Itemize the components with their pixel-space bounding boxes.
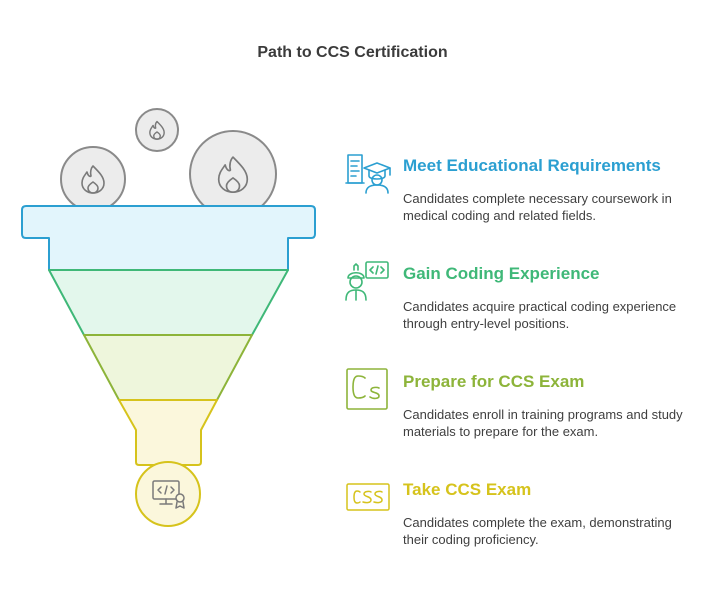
fire-icon: [81, 165, 105, 194]
funnel-layer-3: [83, 334, 253, 401]
fire-icon: [217, 156, 249, 194]
coder-worker-icon: [345, 261, 389, 301]
input-circle-left: [60, 146, 126, 212]
css-tag-icon: [346, 483, 390, 511]
step-1-description: Candidates complete necessary coursework…: [403, 191, 672, 223]
output-circle: [135, 461, 201, 527]
cs-letters-icon: [346, 368, 388, 410]
fire-icon: [149, 120, 165, 140]
diagram-title: Path to CCS Certification: [257, 44, 448, 61]
funnel-layer-2: [48, 269, 289, 336]
certified-coder-icon: [152, 480, 185, 509]
input-circle-top: [135, 108, 179, 152]
step-2-heading: Gain Coding Experience: [403, 264, 600, 283]
funnel-layer-4: [118, 399, 218, 466]
step-3-heading: Prepare for CCS Exam: [403, 372, 585, 391]
step-1-heading: Meet Educational Requirements: [403, 156, 661, 175]
step-2-description: Candidates acquire practical coding expe…: [403, 299, 677, 331]
step-4-description: Candidates complete the exam, demonstrat…: [403, 515, 672, 547]
step-4-heading: Take CCS Exam: [403, 480, 532, 499]
graduate-books-icon: [345, 154, 391, 194]
input-circle-right: [189, 130, 277, 218]
funnel-layer-1: [21, 205, 316, 271]
step-3-description: Candidates enroll in training programs a…: [403, 407, 683, 439]
